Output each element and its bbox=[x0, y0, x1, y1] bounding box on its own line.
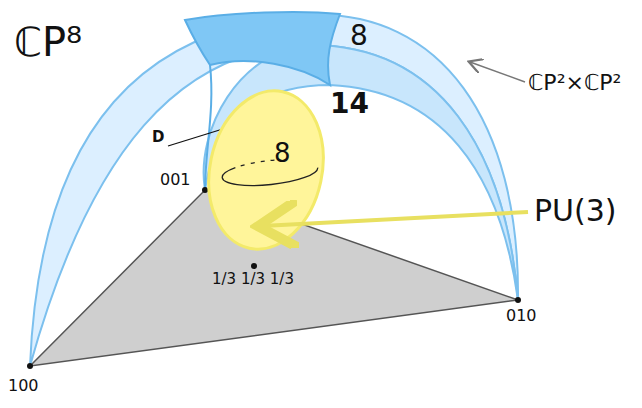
pointer-arrow bbox=[262, 212, 528, 226]
node-number: 8 bbox=[350, 22, 368, 50]
node-number: 14 bbox=[330, 90, 369, 118]
node-number: 8 bbox=[274, 140, 291, 166]
vertex-dot bbox=[27, 363, 33, 369]
vertex-label: 010 bbox=[506, 308, 537, 324]
leader-arrow bbox=[470, 62, 525, 82]
group-name: PU(3) bbox=[534, 196, 617, 226]
ellipse-shape bbox=[208, 88, 324, 252]
top-patch bbox=[185, 12, 340, 85]
band-region: 8 bbox=[330, 18, 390, 58]
ellipse-region: 148 bbox=[208, 88, 324, 252]
vertex-dot bbox=[515, 297, 521, 303]
vertex-label: 001 bbox=[160, 172, 191, 188]
outer-band bbox=[30, 15, 518, 366]
vertex-dot bbox=[202, 187, 208, 193]
vertex-label: 100 bbox=[8, 378, 39, 394]
space-name: ℂP²×ℂP² bbox=[528, 72, 621, 94]
vertex-label: 1/3 1/3 1/3 bbox=[212, 272, 294, 287]
space-name: ℂP⁸ bbox=[14, 22, 82, 62]
point-letter: D bbox=[152, 130, 164, 145]
center-dot bbox=[251, 263, 257, 269]
